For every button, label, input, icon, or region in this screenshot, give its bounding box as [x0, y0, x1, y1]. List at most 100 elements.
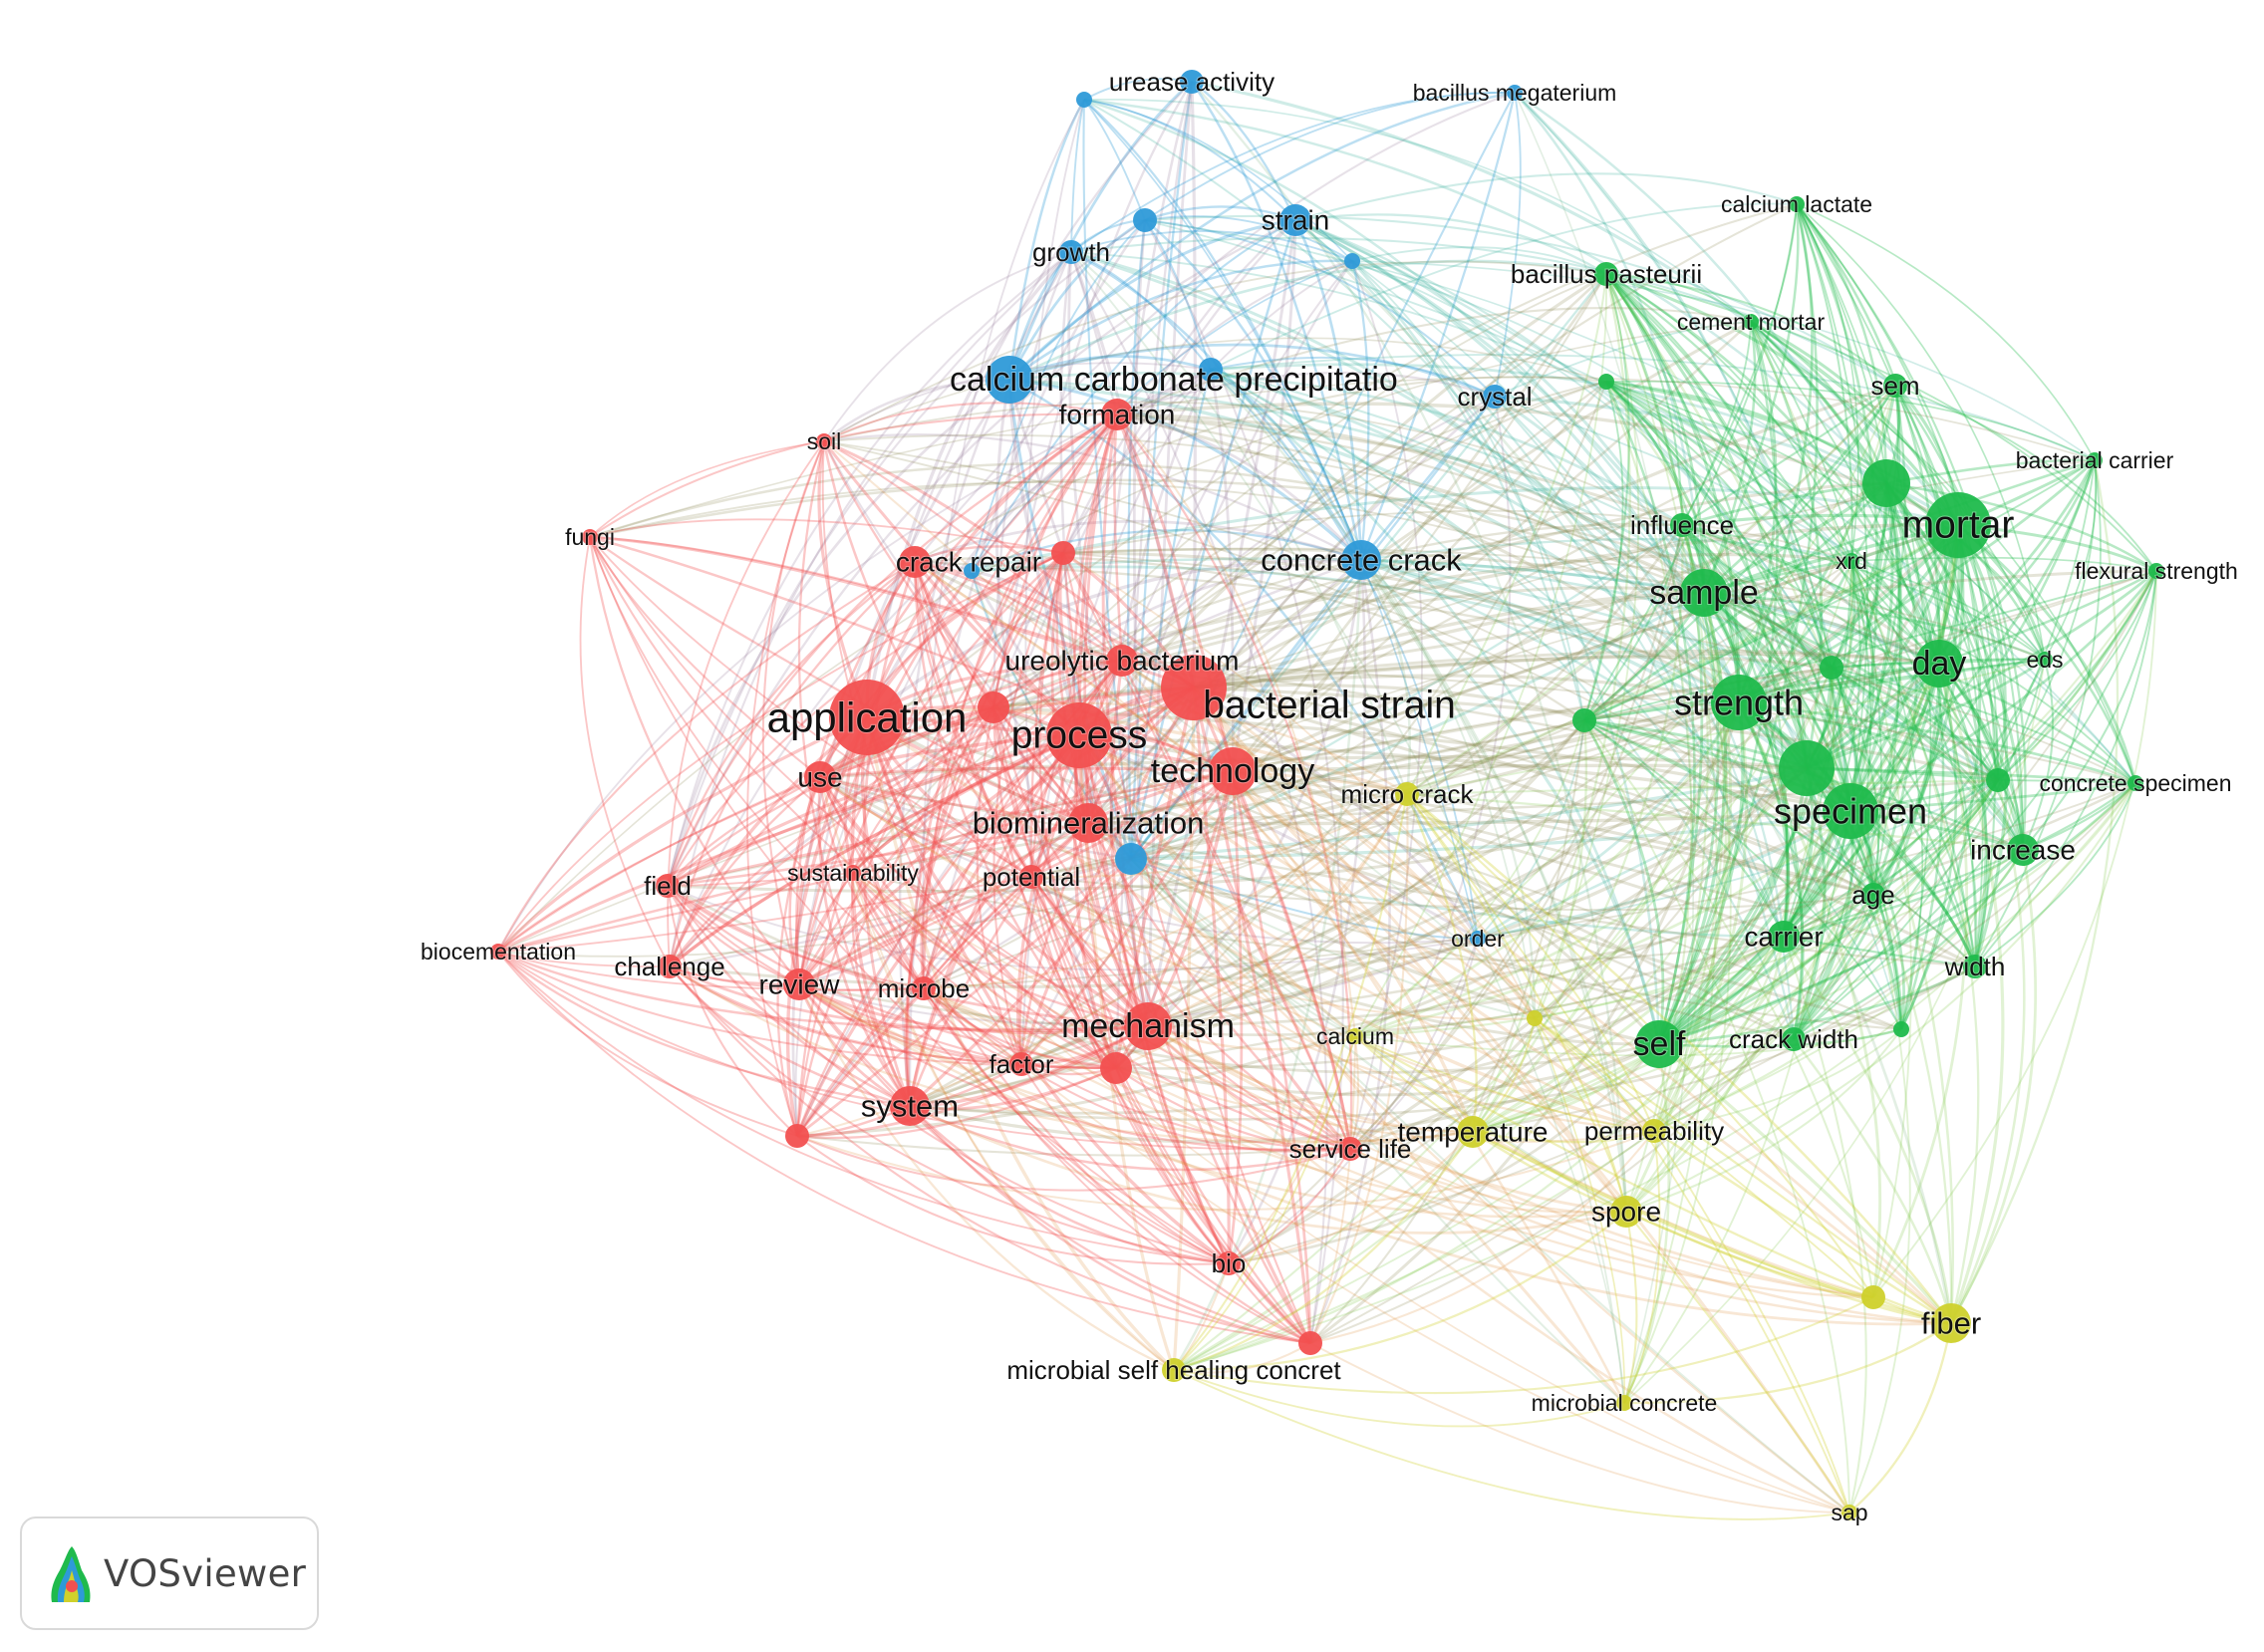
node-field[interactable] — [656, 874, 680, 898]
node-unlabeled-46[interactable] — [1051, 541, 1075, 565]
node-xrd[interactable] — [1843, 553, 1859, 569]
node-strain[interactable] — [1279, 204, 1311, 236]
node-eds[interactable] — [2037, 652, 2053, 668]
node-flexural-strength[interactable] — [2148, 563, 2164, 579]
node-bacterial-strain[interactable] — [1161, 655, 1227, 720]
edge — [1309, 570, 2157, 1344]
edge — [1604, 273, 1741, 703]
node-unlabeled-50[interactable] — [978, 691, 1009, 723]
node-bacterial-carrier[interactable] — [2087, 452, 2103, 468]
node-bio[interactable] — [1217, 1251, 1241, 1275]
node-biomineralization[interactable] — [1068, 803, 1108, 843]
node-calcium-lactate[interactable] — [1789, 196, 1805, 212]
node-unlabeled-41[interactable] — [1893, 1021, 1909, 1037]
node-mechanism[interactable] — [1124, 1002, 1172, 1050]
node-unlabeled-20[interactable] — [1862, 459, 1910, 507]
node-unlabeled-11[interactable] — [1115, 843, 1147, 875]
node-unlabeled-72[interactable] — [1527, 1010, 1543, 1026]
node-unlabeled-13[interactable] — [964, 563, 980, 579]
node-day[interactable] — [1915, 640, 1963, 688]
node-unlabeled-69[interactable] — [1298, 1331, 1322, 1355]
node-unlabeled-30[interactable] — [1572, 708, 1596, 732]
edge — [971, 569, 1195, 689]
edge — [1997, 459, 2097, 781]
node-calcium-carbonate-precipitatio[interactable] — [986, 356, 1033, 404]
edge — [1294, 218, 1809, 769]
node-service-life[interactable] — [1338, 1137, 1362, 1161]
node-unlabeled-66[interactable] — [785, 1124, 809, 1148]
node-micro-crack[interactable] — [1395, 782, 1419, 806]
node-review[interactable] — [783, 968, 815, 1000]
node-microbe[interactable] — [912, 976, 936, 1000]
node-sample[interactable] — [1680, 569, 1728, 617]
node-crystal[interactable] — [1483, 385, 1507, 409]
node-influence[interactable] — [1670, 513, 1694, 537]
node-unlabeled-31[interactable] — [1779, 740, 1835, 796]
node-system[interactable] — [890, 1086, 930, 1126]
node-unlabeled-10[interactable] — [1199, 358, 1223, 382]
node-fiber[interactable] — [1931, 1303, 1971, 1343]
edge — [1144, 91, 1516, 221]
node-specimen[interactable] — [1823, 783, 1878, 839]
node-order[interactable] — [1470, 931, 1486, 947]
node-temperature[interactable] — [1457, 1116, 1489, 1148]
node-factor[interactable] — [1009, 1052, 1033, 1076]
edge — [923, 876, 1032, 989]
node-unlabeled-76[interactable] — [1861, 1285, 1885, 1309]
node-strength[interactable] — [1711, 675, 1767, 730]
node-microbial-concrete[interactable] — [1616, 1395, 1632, 1411]
node-permeability[interactable] — [1642, 1119, 1666, 1143]
node-unlabeled-2[interactable] — [1076, 92, 1092, 108]
edge — [1782, 385, 1906, 938]
edge — [1657, 767, 1809, 1046]
node-label-concrete-crack: concrete crack — [1261, 543, 1462, 578]
node-width[interactable] — [1963, 955, 1987, 978]
edge — [497, 951, 925, 991]
edge — [819, 776, 1655, 1133]
node-unlabeled-64[interactable] — [1100, 1052, 1132, 1084]
edge — [850, 716, 912, 1107]
node-challenge[interactable] — [658, 955, 682, 978]
node-crack-repair[interactable] — [899, 546, 931, 578]
node-sem[interactable] — [1883, 374, 1907, 398]
node-biocementation[interactable] — [490, 944, 506, 960]
edge — [852, 872, 1474, 1134]
node-microbial-self-healing-concret[interactable] — [1162, 1358, 1186, 1382]
node-fungi[interactable] — [582, 529, 598, 545]
node-technology[interactable] — [1209, 747, 1257, 795]
node-unlabeled-34[interactable] — [1986, 768, 2010, 792]
edge — [798, 982, 1627, 1219]
node-crack-width[interactable] — [1782, 1027, 1806, 1051]
node-mortar[interactable] — [1925, 492, 1991, 558]
node-concrete-specimen[interactable] — [2127, 775, 2143, 791]
node-urease-activity[interactable] — [1180, 70, 1204, 94]
node-spore[interactable] — [1610, 1196, 1642, 1228]
node-application[interactable] — [829, 680, 905, 755]
node-ureolytic-bacterium[interactable] — [1106, 645, 1138, 677]
node-increase[interactable] — [2007, 834, 2039, 866]
node-concrete-crack[interactable] — [1341, 540, 1381, 580]
node-bacillus-pasteurii[interactable] — [1594, 262, 1618, 286]
node-unlabeled-6[interactable] — [1344, 253, 1360, 269]
node-sap[interactable] — [1841, 1505, 1857, 1520]
node-unlabeled-29[interactable] — [1820, 656, 1843, 680]
node-unlabeled-5[interactable] — [1133, 208, 1157, 232]
node-soil[interactable] — [816, 433, 832, 449]
node-calcium[interactable] — [1347, 1028, 1363, 1044]
node-age[interactable] — [1861, 883, 1885, 907]
node-label-sustainability: sustainability — [787, 860, 919, 886]
node-carrier[interactable] — [1768, 921, 1800, 953]
node-unlabeled-17[interactable] — [1598, 374, 1614, 390]
node-formation[interactable] — [1101, 399, 1133, 430]
node-process[interactable] — [1046, 702, 1112, 768]
node-self[interactable] — [1635, 1020, 1683, 1068]
node-cement-mortar[interactable] — [1743, 314, 1759, 330]
node-growth[interactable] — [1059, 240, 1083, 264]
node-bacillus-megaterium[interactable] — [1507, 85, 1523, 101]
edge — [1792, 524, 1961, 1040]
node-potential[interactable] — [1019, 865, 1043, 889]
node-sustainability[interactable] — [845, 865, 861, 881]
edge — [866, 552, 1852, 719]
node-use[interactable] — [804, 761, 836, 793]
